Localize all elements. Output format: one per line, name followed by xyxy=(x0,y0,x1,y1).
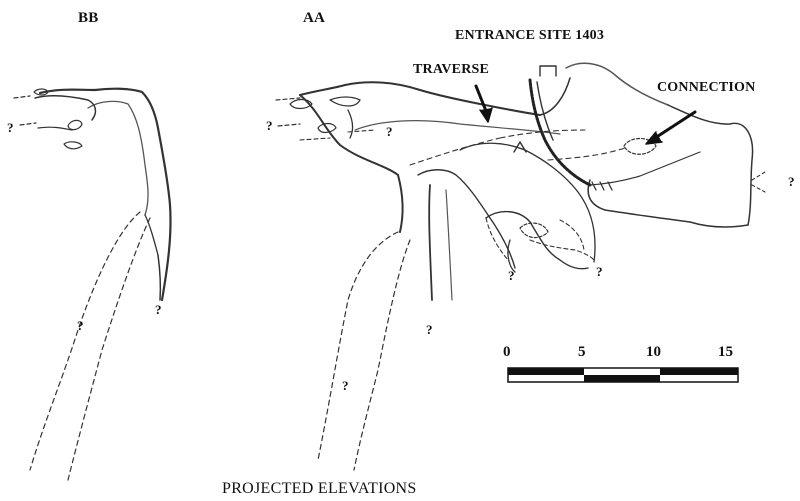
traverse-label: TRAVERSE xyxy=(413,62,490,77)
figure-caption: PROJECTED ELEVATIONS xyxy=(222,480,417,497)
connection-arrow xyxy=(645,110,697,145)
unknown-marker: ? xyxy=(155,302,162,317)
scale-bar xyxy=(507,367,739,383)
unknown-marker: ? xyxy=(788,174,795,189)
unknown-marker: ? xyxy=(77,318,84,333)
unknown-marker: ? xyxy=(266,118,273,133)
unknown-marker: ? xyxy=(386,124,393,139)
scale-tick-label: 0 xyxy=(503,344,511,360)
unknown-marker: ? xyxy=(342,378,349,393)
section-label-aa: AA xyxy=(303,10,326,26)
entrance-label: ENTRANCE SITE 1403 xyxy=(455,28,605,43)
scale-tick-label: 15 xyxy=(718,344,733,360)
unknown-marker: ? xyxy=(508,268,515,283)
traverse-arrow xyxy=(474,84,493,123)
section-bb-outline xyxy=(13,87,172,481)
section-label-bb: BB xyxy=(78,10,99,26)
unknown-marker: ? xyxy=(596,264,603,279)
scale-tick-label: 10 xyxy=(646,344,661,360)
scale-tick-label: 5 xyxy=(578,344,586,360)
connection-label: CONNECTION xyxy=(657,80,756,95)
unknown-marker: ? xyxy=(7,120,14,135)
section-aa-outline xyxy=(275,62,766,471)
unknown-marker: ? xyxy=(426,322,433,337)
